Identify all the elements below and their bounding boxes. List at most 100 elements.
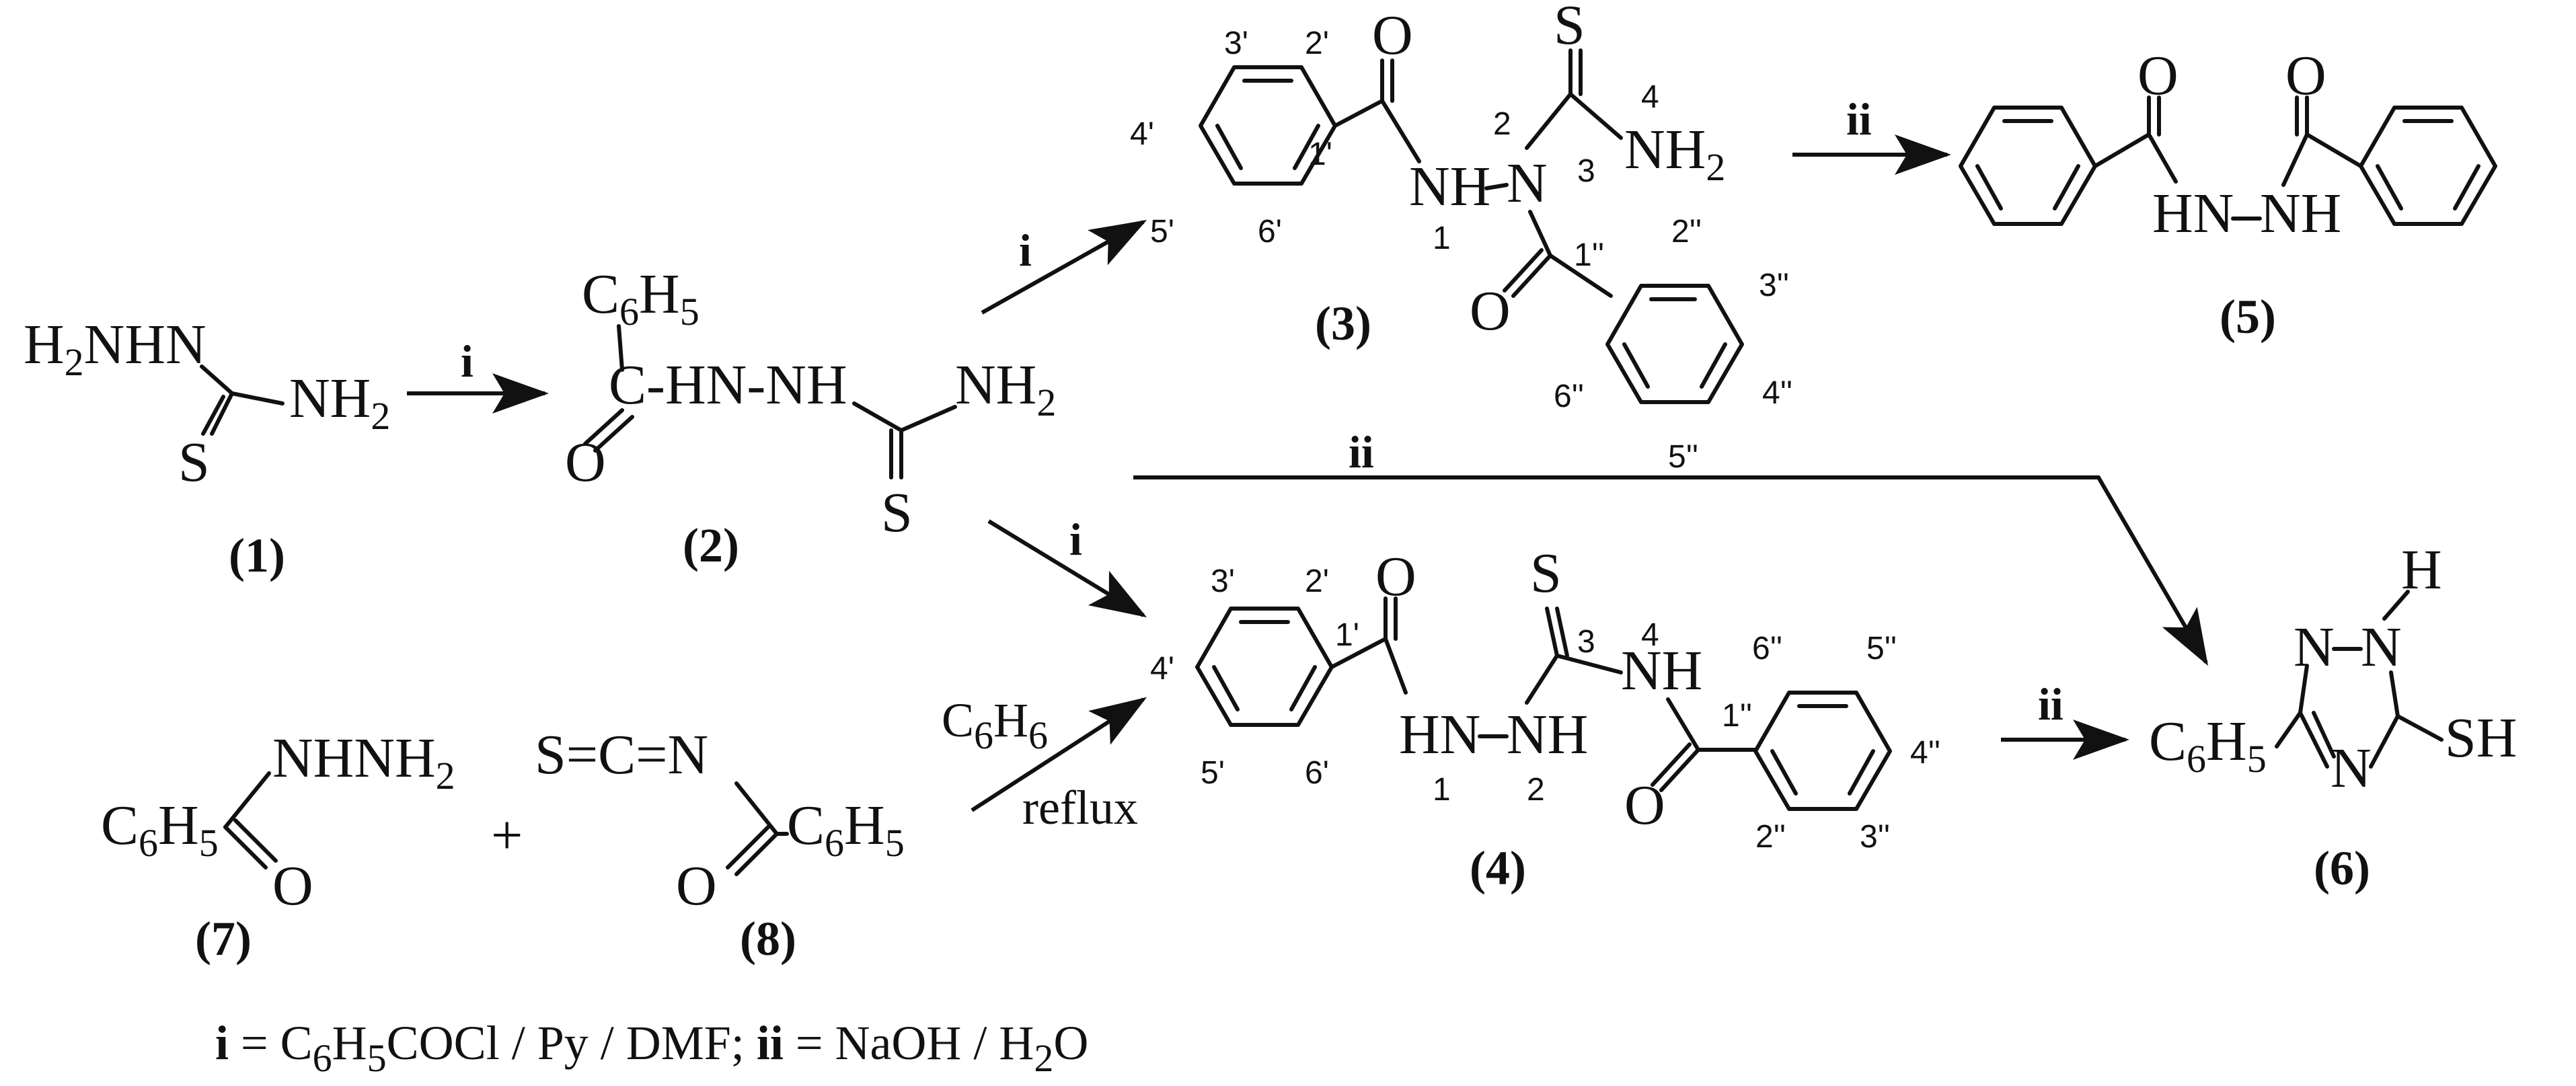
svg-text:NH: NH: [1409, 155, 1490, 218]
compound-8-label: (8): [740, 912, 796, 966]
svg-text:H2NHN: H2NHN: [24, 313, 206, 384]
svg-text:4: 4: [1641, 617, 1659, 653]
svg-text:NH2: NH2: [955, 354, 1056, 424]
svg-text:2': 2': [1305, 564, 1329, 599]
svg-text:2: 2: [1527, 772, 1545, 808]
svg-text:3'': 3'': [1759, 268, 1789, 303]
arrow-2-to-6: ii: [1133, 426, 2209, 666]
compound-5: O HN NH O (5): [1959, 44, 2497, 344]
svg-text:ii: ii: [2038, 678, 2063, 730]
svg-text:C6H5: C6H5: [2149, 710, 2267, 781]
svg-text:1: 1: [1433, 221, 1451, 256]
reagent-legend: i = C6H5COCl / Py / DMF; ii = NaOH / H2O: [215, 1016, 1088, 1080]
svg-text:2'': 2'': [1755, 819, 1786, 855]
svg-text:NHNH2: NHNH2: [272, 727, 455, 798]
svg-text:O: O: [1375, 545, 1416, 608]
svg-text:C6H5: C6H5: [582, 263, 699, 334]
compound-6: C6H5 N SH N N H (6): [2149, 539, 2517, 895]
svg-text:6'': 6'': [1752, 631, 1782, 666]
svg-text:O: O: [2137, 44, 2179, 107]
compound-6-label: (6): [2314, 841, 2370, 895]
svg-text:O: O: [565, 431, 606, 494]
compound-4: O HN NH S NH O 3' 2' 4' 1' 5' 6' 1 2 3 4…: [1150, 542, 1940, 895]
svg-text:i: i: [1069, 514, 1082, 565]
svg-text:NH: NH: [2260, 182, 2341, 245]
svg-text:i: i: [461, 336, 473, 387]
svg-text:O: O: [676, 855, 717, 917]
svg-text:3': 3': [1211, 564, 1235, 599]
svg-text:2': 2': [1305, 26, 1329, 61]
svg-text:C6H5: C6H5: [787, 794, 905, 865]
compound-7: NHNH2 O C6H5 (7): [101, 727, 455, 966]
svg-text:4': 4': [1150, 651, 1174, 687]
svg-text:S: S: [1554, 0, 1585, 56]
svg-text:5': 5': [1201, 755, 1225, 791]
compound-5-label: (5): [2220, 290, 2276, 344]
svg-text:N: N: [1507, 152, 1548, 215]
svg-text:1: 1: [1433, 772, 1451, 808]
svg-text:NH2: NH2: [1624, 118, 1725, 189]
compound-1: H2NHN NH2 S (1): [24, 313, 390, 582]
compound-3-label: (3): [1315, 297, 1371, 350]
svg-text:N: N: [2294, 616, 2335, 678]
svg-text:reflux: reflux: [1022, 781, 1138, 835]
svg-text:N: N: [2331, 737, 2372, 800]
svg-text:ii: ii: [1349, 426, 1374, 477]
svg-text:SH: SH: [2445, 707, 2517, 769]
svg-text:6': 6': [1258, 214, 1282, 249]
svg-text:3': 3': [1224, 26, 1248, 61]
svg-text:O: O: [1624, 774, 1665, 837]
svg-text:1'': 1'': [1574, 237, 1604, 273]
svg-text:2: 2: [1493, 106, 1511, 142]
compound-7-label: (7): [195, 912, 252, 966]
svg-text:O: O: [272, 855, 313, 917]
svg-text:C6H6: C6H6: [942, 693, 1048, 757]
arrow-7-8-to-4: C6H6 reflux: [942, 693, 1147, 835]
svg-text:5'': 5'': [1866, 631, 1897, 666]
arrow-4-to-6: ii: [2001, 678, 2129, 760]
svg-text:6'': 6'': [1554, 379, 1584, 414]
compound-4-label: (4): [1470, 841, 1526, 895]
svg-text:O: O: [2285, 44, 2326, 107]
svg-text:3: 3: [1577, 153, 1595, 189]
arrow-1-to-2: i: [407, 336, 549, 414]
svg-text:NH: NH: [1507, 703, 1588, 766]
compound-2: C6H5 C-HN-NH O NH2 S (2): [565, 263, 1056, 572]
svg-text:N: N: [2361, 616, 2402, 678]
plus-sign: +: [491, 804, 523, 867]
arrow-3-to-5: ii: [1792, 93, 1951, 175]
svg-text:NH: NH: [1621, 639, 1702, 702]
svg-text:4'': 4'': [1910, 735, 1940, 771]
svg-text:ii: ii: [1846, 93, 1872, 145]
svg-text:1'': 1'': [1722, 698, 1752, 734]
svg-text:2'': 2'': [1671, 214, 1702, 249]
svg-text:S=C=N: S=C=N: [535, 724, 708, 786]
svg-text:O: O: [1372, 4, 1413, 67]
svg-text:4'': 4'': [1762, 375, 1792, 411]
svg-text:O: O: [1470, 280, 1511, 342]
svg-text:4: 4: [1641, 79, 1659, 115]
compound-2-label: (2): [683, 518, 739, 572]
svg-text:3: 3: [1577, 624, 1595, 660]
svg-text:5': 5': [1150, 214, 1174, 249]
svg-text:4': 4': [1130, 116, 1154, 152]
svg-text:HN: HN: [1399, 703, 1480, 766]
svg-text:6': 6': [1305, 755, 1329, 791]
svg-text:1': 1': [1308, 137, 1332, 172]
compound-8: S=C=N O C6H5 (8): [535, 724, 905, 966]
svg-text:HN: HN: [2152, 182, 2234, 245]
svg-text:5'': 5'': [1668, 439, 1698, 475]
compound-1-label: (1): [229, 529, 285, 582]
svg-text:H: H: [2401, 539, 2442, 601]
svg-text:NH2: NH2: [289, 367, 390, 438]
svg-text:S: S: [881, 481, 913, 544]
svg-text:1': 1': [1335, 617, 1359, 653]
arrow-2-to-3: i: [981, 220, 1147, 315]
svg-text:C6H5: C6H5: [101, 794, 219, 865]
svg-text:i: i: [1019, 225, 1032, 276]
compound-3: O NH N S NH2 O 3' 2' 4' 1' 5' 6' 1 2 3 4…: [1130, 0, 1792, 475]
svg-text:S: S: [178, 431, 210, 494]
svg-text:C-HN-NH: C-HN-NH: [609, 354, 847, 416]
svg-text:S: S: [1530, 542, 1562, 605]
